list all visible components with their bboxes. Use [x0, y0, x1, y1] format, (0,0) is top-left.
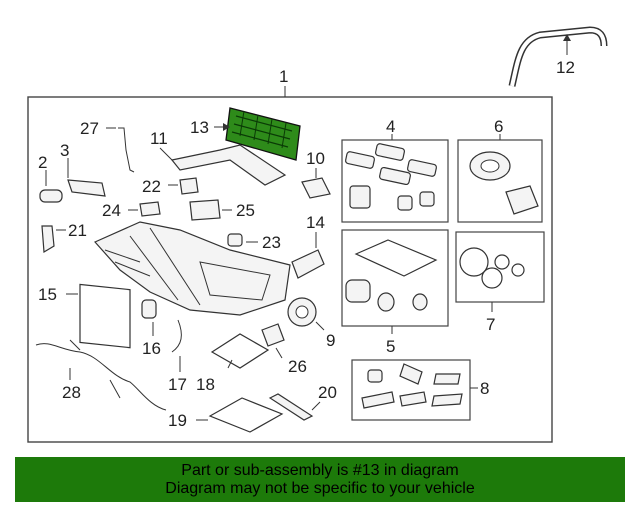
callout-13: 13: [190, 118, 209, 137]
callout-7: 7: [486, 315, 495, 334]
callout-4: 4: [386, 117, 395, 136]
part-10-actuator: [301, 177, 331, 199]
callout-19: 19: [168, 411, 187, 430]
callout-20: 20: [318, 383, 337, 402]
callout-5: 5: [386, 337, 395, 356]
callout-14: 14: [306, 213, 325, 232]
part-16-valve: [141, 299, 157, 319]
callout-15: 15: [38, 285, 57, 304]
callout-3: 3: [60, 141, 69, 160]
callout-2: 2: [38, 153, 47, 172]
hvac-housing: [94, 221, 291, 316]
part-26-actuator: [261, 323, 285, 347]
callout-12: 12: [556, 58, 575, 77]
callout-21: 21: [68, 221, 87, 240]
part-22-clip: [179, 177, 199, 195]
part-25-clip: [189, 199, 221, 221]
callout-26: 26: [288, 357, 307, 376]
callout-6: 6: [494, 117, 503, 136]
sub-box-6: [457, 139, 543, 223]
part-14-module: [291, 249, 325, 279]
callout-10: 10: [306, 149, 325, 168]
banner-line-1: Part or sub-assembly is #13 in diagram: [181, 462, 459, 479]
callout-8: 8: [480, 379, 489, 398]
part-17-hose: [171, 319, 182, 353]
info-banner: Part or sub-assembly is #13 in diagram D…: [15, 457, 625, 502]
banner-line-2: Diagram may not be specific to your vehi…: [165, 480, 475, 497]
callout-25: 25: [236, 201, 255, 220]
callout-16: 16: [142, 339, 161, 358]
callout-22: 22: [142, 177, 161, 196]
part-24-clip: [139, 201, 161, 217]
part-2-bracket: [39, 189, 63, 203]
part-11-duct: [170, 144, 287, 186]
callout-23: 23: [262, 233, 281, 252]
part-3-switch: [67, 179, 106, 197]
part-28-wiring-harness: [35, 339, 167, 411]
callout-17: 17: [168, 375, 187, 394]
callout-28: 28: [62, 383, 81, 402]
callout-18: 18: [196, 375, 215, 394]
part-15-heater-core: [79, 283, 131, 349]
callout-11: 11: [150, 129, 168, 148]
part-27-sensor: [118, 127, 135, 173]
callout-24: 24: [102, 201, 121, 220]
callout-9: 9: [326, 331, 335, 350]
part-19-filter: [208, 397, 284, 433]
part-20-seal-strip: [268, 393, 314, 421]
parts-diagram: 1 2 3 4 5 6 7 8 9 10 11 12 13 14 15 16 1…: [27, 26, 608, 443]
callout-1: 1: [279, 67, 288, 86]
part-13-highlighted: [225, 107, 301, 161]
callout-27: 27: [80, 119, 99, 138]
part-23-sensor: [227, 233, 243, 247]
part-21-bracket: [41, 225, 55, 254]
